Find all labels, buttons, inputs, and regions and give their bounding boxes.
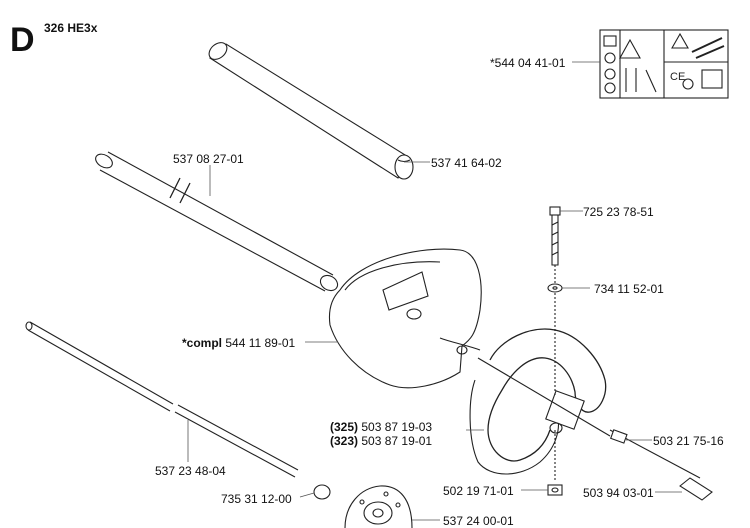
tube-part [95, 151, 339, 292]
cable-end-part [610, 429, 628, 444]
clutch-drum-part [344, 485, 413, 528]
switch-part [679, 477, 713, 501]
oring-part [313, 484, 331, 500]
label-decal: *544 04 41-01 [490, 56, 566, 70]
section-letter: D [10, 21, 35, 59]
label-handle-323-number: 503 87 19-01 [361, 434, 433, 448]
label-tube: 537 08 27-01 [173, 152, 244, 166]
nut-part [547, 430, 563, 496]
svg-text:CE: CE [670, 71, 685, 83]
label-washer: 734 11 52-01 [594, 282, 664, 296]
screw-part [549, 206, 561, 266]
label-handle-323-tag: (323) [330, 434, 359, 448]
label-handle-325-number: 503 87 19-03 [361, 420, 433, 434]
cable-line [477, 357, 611, 437]
handle-part [469, 328, 607, 475]
decal-part: CE [599, 29, 729, 99]
label-drive-shaft: 537 23 48-04 [155, 464, 226, 478]
shaft-tube-part [208, 42, 414, 180]
label-clutch-drum: 537 24 00-01 [443, 514, 514, 528]
label-shaft-tube: 537 41 64-02 [431, 156, 502, 170]
label-guard-prefix: *compl [182, 336, 223, 350]
model-name: 326 HE3x [44, 21, 98, 35]
label-handle-323: (323) 503 87 19-01 [330, 434, 432, 448]
label-guard: *compl 544 11 89-01 [182, 336, 295, 350]
drive-shaft-part [25, 321, 299, 478]
label-screw: 725 23 78-51 [583, 205, 654, 219]
label-handle-325: (325) 503 87 19-03 [330, 420, 432, 434]
label-guard-number: 544 11 89-01 [225, 336, 296, 350]
label-cable: 503 21 75-16 [653, 434, 724, 448]
label-switch: 503 94 03-01 [583, 486, 654, 500]
washer-part [547, 283, 563, 293]
label-oring: 735 31 12-00 [221, 492, 292, 506]
label-nut: 502 19 71-01 [443, 484, 514, 498]
guard-part [328, 248, 482, 389]
label-handle-325-tag: (325) [330, 420, 359, 434]
